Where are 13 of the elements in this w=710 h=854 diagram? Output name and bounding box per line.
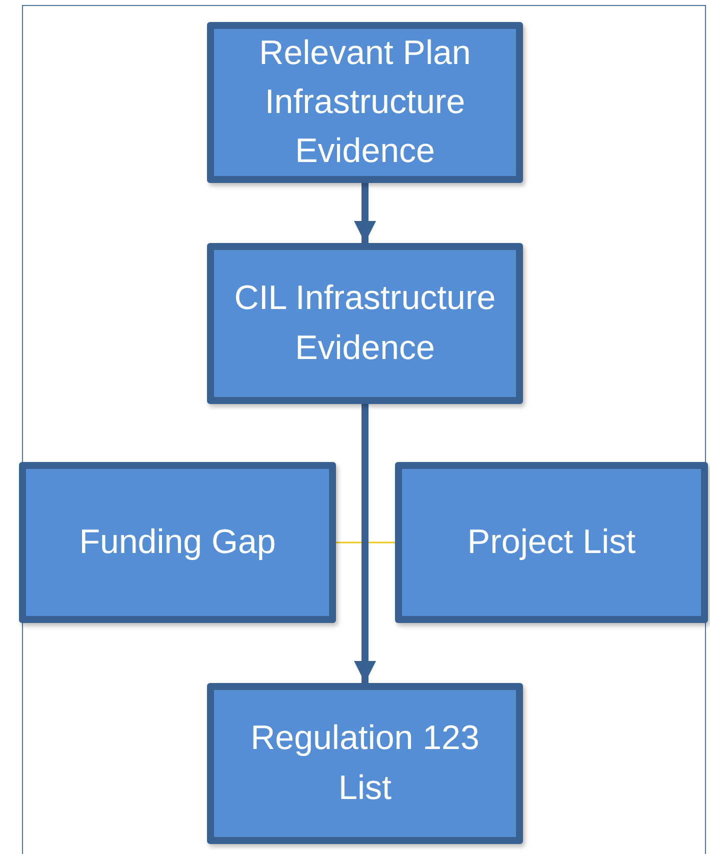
box-label: CIL Infrastructure Evidence	[233, 278, 497, 368]
arrow	[354, 183, 376, 243]
process-box	[207, 243, 523, 404]
process-box	[19, 462, 336, 623]
connector-line	[336, 542, 395, 544]
box-label: Regulation 123 List	[250, 718, 480, 808]
box-label: Funding Gap	[79, 522, 276, 563]
process-box	[207, 683, 523, 844]
box-label: Project List	[467, 522, 636, 563]
process-box	[395, 462, 708, 623]
process-box	[207, 22, 523, 183]
arrow	[354, 404, 376, 683]
box-label: Relevant Plan Infrastructure Evidence	[258, 32, 472, 172]
